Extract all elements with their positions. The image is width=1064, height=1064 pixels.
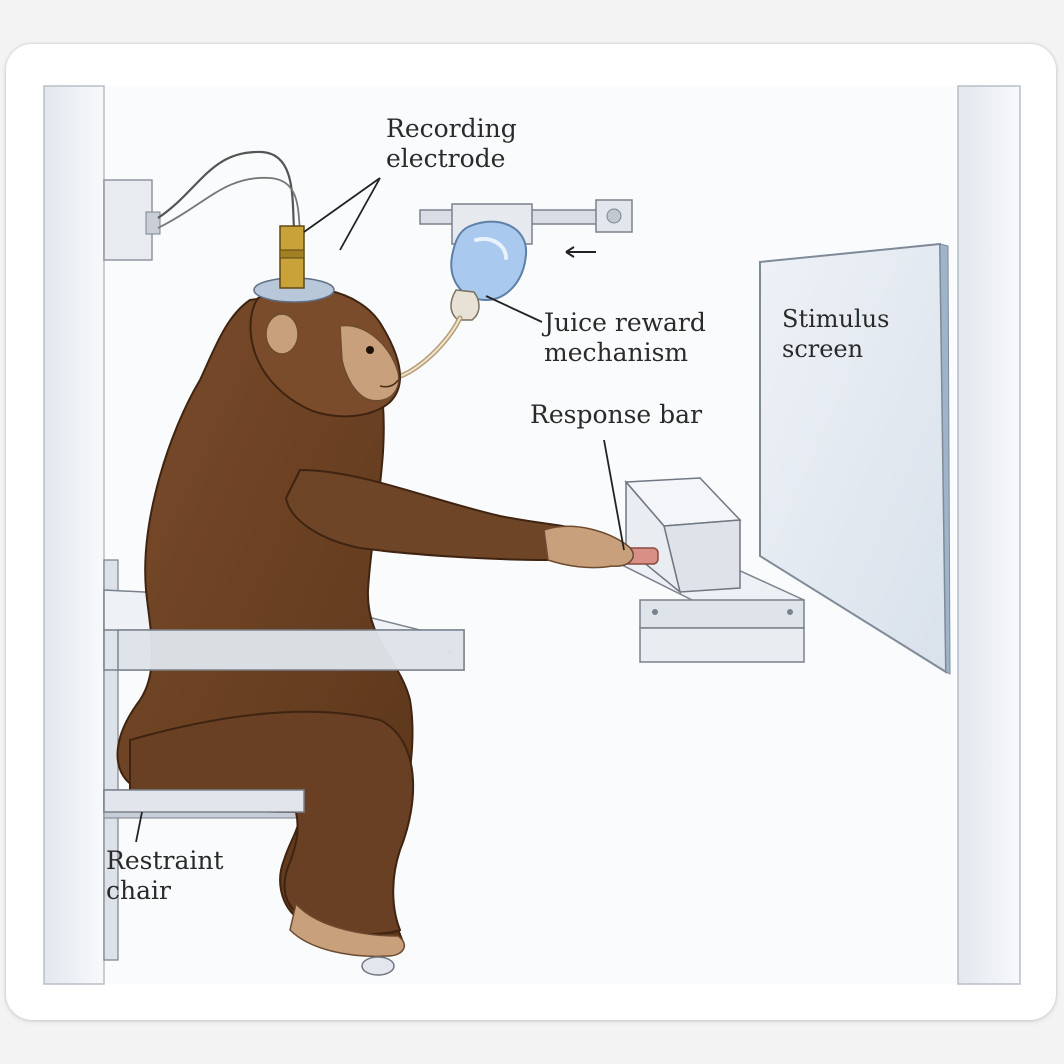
label-recording-electrode: Recording electrode bbox=[386, 114, 517, 173]
electrode-cable-2 bbox=[157, 177, 301, 233]
desk-screw-icon bbox=[787, 609, 793, 615]
stimulus-screen-edge bbox=[939, 243, 951, 675]
label-stimulus-screen: Stimulus screen bbox=[782, 305, 890, 363]
monkey-ear bbox=[265, 313, 299, 355]
response-box-side bbox=[625, 479, 682, 594]
label-restraint-chair: Restraint chair bbox=[106, 846, 224, 905]
monkey-eye bbox=[366, 346, 374, 354]
response-desk-base bbox=[639, 627, 805, 663]
juice-arrow-icon bbox=[565, 246, 596, 258]
monkey-hand bbox=[543, 525, 634, 569]
leader-response-bar bbox=[603, 439, 625, 551]
monkey-mouth bbox=[379, 379, 399, 388]
leader-recording-electrode-1 bbox=[303, 177, 381, 233]
recording-electrode-band bbox=[279, 249, 305, 259]
chair-foot-roller bbox=[361, 956, 395, 976]
juice-tube-core bbox=[393, 317, 461, 379]
wall-connector-box bbox=[103, 179, 153, 261]
monkey-face bbox=[339, 324, 400, 402]
juice-bottle-highlight bbox=[474, 237, 508, 260]
response-desk-front bbox=[639, 599, 805, 629]
label-response-bar: Response bar bbox=[530, 400, 703, 429]
right-wall-panel bbox=[957, 85, 1021, 985]
chair-neck-plate-overlay bbox=[117, 629, 465, 671]
leader-restraint-chair bbox=[135, 811, 143, 843]
juice-mount-knob bbox=[606, 208, 622, 224]
label-juice-reward-mechanism: Juice reward mechanism bbox=[544, 308, 706, 367]
juice-bottle bbox=[450, 220, 528, 302]
monkey-foot bbox=[289, 902, 406, 958]
left-wall-panel bbox=[43, 85, 105, 985]
desk-screw-icon bbox=[652, 609, 658, 615]
leader-juice-reward bbox=[485, 295, 543, 323]
juice-valve bbox=[450, 289, 480, 321]
electrode-cable bbox=[157, 150, 296, 229]
wall-connector-plug bbox=[145, 211, 161, 235]
leader-recording-electrode-2 bbox=[339, 177, 381, 251]
chair-seat-overlay bbox=[103, 789, 305, 813]
